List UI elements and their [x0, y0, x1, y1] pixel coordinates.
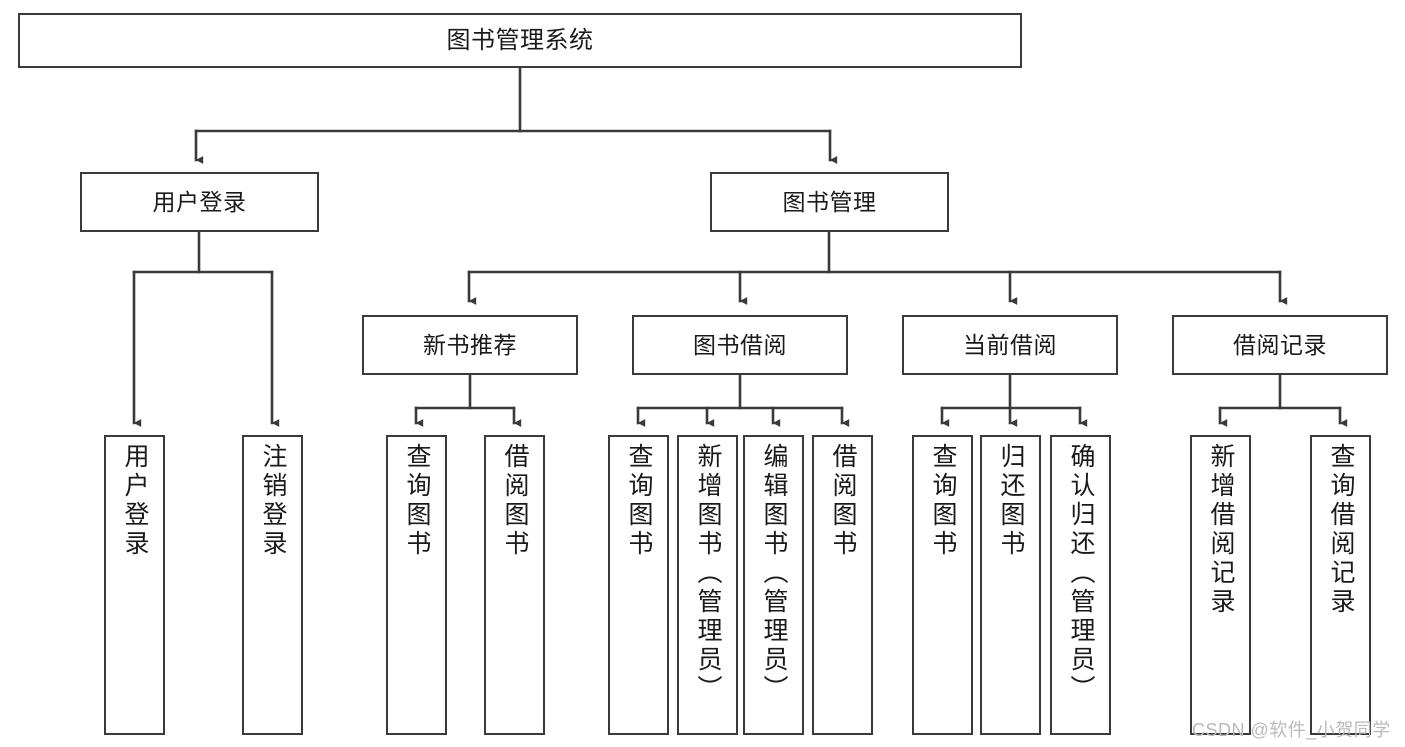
node-label: 新书推荐 — [423, 331, 517, 358]
node-label: 注销登录 — [259, 443, 287, 559]
node-label: 借阅记录 — [1233, 331, 1327, 358]
node-leaf-query-book-borrow[interactable]: 查询图书 — [608, 435, 669, 735]
node-label: 查询图书 — [403, 443, 431, 559]
node-new-book-recommend[interactable]: 新书推荐 — [362, 315, 578, 375]
node-label: 用户登录 — [121, 443, 149, 559]
node-label: 图书管理系统 — [446, 26, 594, 54]
node-leaf-add-book-admin[interactable]: 新增图书（管理员） — [677, 435, 738, 735]
node-label: 新增图书（管理员） — [694, 443, 722, 704]
node-leaf-query-borrow-record[interactable]: 查询借阅记录 — [1310, 435, 1371, 735]
node-book-borrow[interactable]: 图书借阅 — [632, 315, 848, 375]
node-leaf-query-book-current[interactable]: 查询图书 — [912, 435, 973, 735]
node-leaf-query-book-recommend[interactable]: 查询图书 — [386, 435, 447, 735]
node-leaf-edit-book-admin[interactable]: 编辑图书（管理员） — [743, 435, 804, 735]
node-label: 用户登录 — [152, 188, 247, 215]
node-leaf-borrow-book[interactable]: 借阅图书 — [812, 435, 873, 735]
watermark-text: CSDN @软件_小贺同学 — [1192, 720, 1391, 740]
node-label: 借阅图书 — [829, 443, 857, 559]
node-leaf-user-login[interactable]: 用户登录 — [104, 435, 165, 735]
node-leaf-confirm-return-admin[interactable]: 确认归还（管理员） — [1050, 435, 1111, 735]
node-root-book-management-system[interactable]: 图书管理系统 — [18, 13, 1022, 68]
node-leaf-logout-login[interactable]: 注销登录 — [242, 435, 303, 735]
node-label: 当前借阅 — [963, 331, 1057, 358]
node-label: 查询图书 — [929, 443, 957, 559]
node-label: 图书管理 — [782, 188, 877, 215]
node-user-login[interactable]: 用户登录 — [80, 172, 319, 232]
node-label: 借阅图书 — [501, 443, 529, 559]
node-label: 编辑图书（管理员） — [760, 443, 788, 704]
node-label: 查询借阅记录 — [1327, 443, 1355, 617]
node-current-borrow[interactable]: 当前借阅 — [902, 315, 1118, 375]
node-label: 查询图书 — [625, 443, 653, 559]
node-leaf-borrow-book-recommend[interactable]: 借阅图书 — [484, 435, 545, 735]
node-borrow-record[interactable]: 借阅记录 — [1172, 315, 1388, 375]
node-label: 图书借阅 — [693, 331, 787, 358]
node-leaf-return-book[interactable]: 归还图书 — [980, 435, 1041, 735]
node-book-management[interactable]: 图书管理 — [710, 172, 949, 232]
node-label: 新增借阅记录 — [1207, 443, 1235, 617]
node-label: 归还图书 — [997, 443, 1025, 559]
node-label: 确认归还（管理员） — [1067, 443, 1095, 704]
node-leaf-add-borrow-record[interactable]: 新增借阅记录 — [1190, 435, 1251, 735]
